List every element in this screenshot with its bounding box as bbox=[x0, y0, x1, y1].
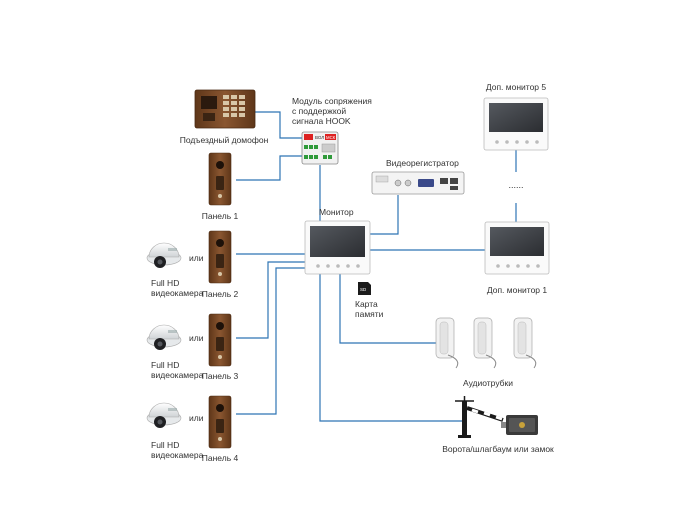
main-monitor bbox=[304, 220, 371, 275]
dome-camera-3 bbox=[146, 402, 182, 428]
interface-module: ВОЛ МСК bbox=[301, 131, 339, 165]
memory-card-icon: SD bbox=[358, 282, 371, 295]
label-monitor: Монитор bbox=[319, 207, 354, 217]
label-panel-4: Панель 4 bbox=[201, 453, 239, 463]
module-brand: ВОЛ bbox=[315, 135, 324, 140]
wires bbox=[236, 111, 525, 422]
wire-monitor-recorder bbox=[370, 195, 399, 235]
video-recorder bbox=[371, 171, 465, 195]
label-panel-1: Панель 1 bbox=[201, 211, 239, 221]
audio-handset-3 bbox=[513, 317, 537, 369]
wire-panel4-monitor bbox=[236, 267, 305, 415]
module-tag: МСК bbox=[326, 135, 336, 140]
call-panel-1 bbox=[208, 152, 232, 206]
label-video-recorder: Видеорегистратор bbox=[386, 158, 459, 168]
electric-lock-icon bbox=[501, 415, 538, 435]
label-or-3: или bbox=[189, 413, 204, 423]
label-entrance-intercom: Подъездный домофон bbox=[179, 135, 269, 145]
label-audio-handsets: Аудиотрубки bbox=[463, 378, 513, 388]
dome-camera-2 bbox=[146, 324, 182, 350]
label-gate-lock: Ворота/шлагбаум или замок bbox=[442, 444, 554, 454]
label-camera-2: Full HD видеокамера bbox=[151, 360, 204, 380]
label-or-1: или bbox=[189, 253, 204, 263]
audio-handset-2 bbox=[473, 317, 497, 369]
sd-card-text: SD bbox=[360, 287, 367, 292]
label-panel-2: Панель 2 bbox=[201, 289, 239, 299]
label-camera-1: Full HD видеокамера bbox=[151, 278, 204, 298]
label-or-2: или bbox=[189, 333, 204, 343]
call-panel-2 bbox=[208, 230, 232, 284]
label-extra-monitor-1: Доп. монитор 1 bbox=[486, 285, 548, 295]
wire-intercom-module bbox=[255, 111, 302, 139]
barrier-gate-icon bbox=[455, 396, 504, 438]
dome-camera-1 bbox=[146, 242, 182, 268]
label-panel-3: Панель 3 bbox=[201, 371, 239, 381]
wire-panel1-module bbox=[236, 155, 302, 181]
entrance-intercom bbox=[194, 89, 256, 129]
label-memory-card: Карта памяти bbox=[355, 299, 384, 319]
extra-monitor-5 bbox=[483, 97, 549, 151]
label-more-monitors: ...... bbox=[508, 180, 524, 190]
wire-panel3-monitor bbox=[236, 261, 305, 339]
label-extra-monitor-5: Доп. монитор 5 bbox=[485, 82, 547, 92]
extra-monitor-1 bbox=[484, 221, 550, 275]
call-panel-4 bbox=[208, 395, 232, 449]
wire-monitor-gate bbox=[319, 274, 462, 422]
call-panel-3 bbox=[208, 313, 232, 367]
label-camera-3: Full HD видеокамера bbox=[151, 440, 204, 460]
wire-monitor-handsets bbox=[339, 274, 436, 344]
label-interface-module: Модуль сопряжения с поддержкой сигнала H… bbox=[292, 96, 372, 126]
audio-handset-1 bbox=[435, 317, 459, 369]
